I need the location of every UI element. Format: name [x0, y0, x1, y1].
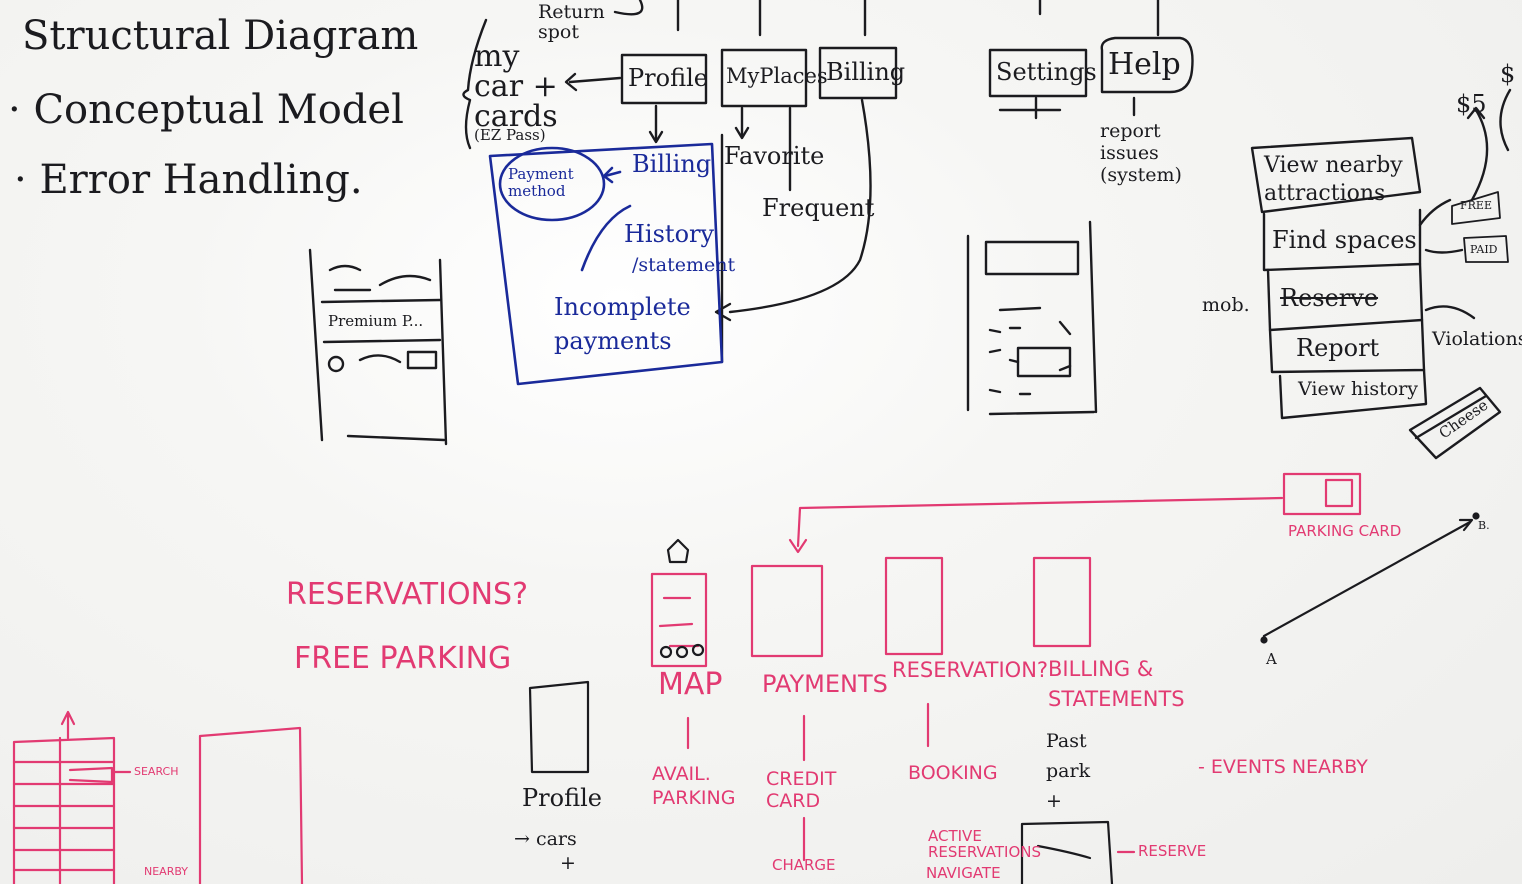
map-screen-sub: AVAIL. PARKING: [652, 763, 736, 809]
bullet-conceptual-model-text: Conceptual Model: [33, 87, 404, 133]
report-issues-note: report issues (system): [1100, 120, 1182, 186]
incomplete-payments-label: Incomplete payments: [554, 293, 691, 355]
price-five: $5: [1456, 90, 1487, 118]
point-a-label: A: [1266, 650, 1277, 668]
cars-plus: +: [560, 852, 576, 874]
myplaces-node: MyPlaces: [726, 64, 828, 88]
help-node: Help: [1108, 47, 1181, 82]
history-label: History: [624, 220, 715, 248]
profile-screen-label: Profile: [522, 784, 602, 812]
reservation-screen-sub: BOOKING: [908, 762, 998, 784]
active-reservations-note: ACTIVE RESERVATIONS: [928, 827, 1042, 861]
payments-screen-sub: CREDIT CARD: [766, 768, 837, 812]
bullet-conceptual-model: · Conceptual Model: [8, 87, 404, 133]
menu-item-reserve: Reserve: [1280, 284, 1379, 312]
return-spot-note: Return spot: [538, 1, 605, 43]
board-title: Structural Diagram: [22, 13, 419, 59]
favorite-label: Favorite: [724, 142, 825, 170]
profile-node: Profile: [628, 64, 708, 92]
mob-note: mob.: [1202, 294, 1250, 316]
menu-item-view-history: View history: [1298, 378, 1418, 400]
price-dollar: $: [1500, 60, 1516, 88]
menu-item-report: Report: [1296, 334, 1380, 362]
violations-note: Violations: [1432, 328, 1522, 350]
payment-method-label: Payment method: [508, 165, 574, 200]
point-b-label: B.: [1478, 519, 1490, 532]
billing-screen-sub: Past park +: [1046, 730, 1091, 812]
free-parking-note: FREE PARKING: [294, 641, 512, 676]
statement-label: /statement: [632, 254, 736, 276]
search-note: SEARCH: [134, 765, 179, 778]
paid-tag: PAID: [1470, 243, 1498, 256]
my-car-cards-note: my car + cards: [474, 39, 558, 134]
free-tag: FREE: [1460, 199, 1492, 212]
menu-item-find-spaces: Find spaces: [1272, 226, 1417, 254]
nearby-note: NEARBY: [144, 865, 189, 878]
premium-label: Premium P...: [328, 312, 424, 330]
navigate-note: NAVIGATE: [926, 864, 1001, 882]
cars-note: → cars: [514, 828, 577, 850]
frequent-label: Frequent: [762, 194, 875, 222]
bullet-error-handling-text: Error Handling.: [39, 157, 363, 203]
map-screen-label: MAP: [658, 667, 723, 702]
billing-screen-label: BILLING & STATEMENTS: [1048, 657, 1185, 711]
billing-node: Billing: [826, 58, 906, 86]
settings-node: Settings: [996, 58, 1097, 86]
reservation-screen-label: RESERVATION?: [892, 658, 1049, 682]
reservations-question: RESERVATIONS?: [286, 577, 528, 612]
billing-label: Billing: [632, 150, 712, 178]
payments-screen-label: PAYMENTS: [762, 670, 888, 698]
charge-note: CHARGE: [772, 856, 836, 874]
events-nearby-note: - EVENTS NEARBY: [1198, 756, 1368, 778]
ez-pass-note: (EZ Pass): [474, 126, 546, 144]
parking-card-label: PARKING CARD: [1288, 522, 1402, 540]
bullet-error-handling: · Error Handling.: [14, 157, 363, 203]
reserve-note: RESERVE: [1138, 842, 1207, 860]
menu-item-view-nearby: View nearby attractions: [1264, 153, 1403, 206]
